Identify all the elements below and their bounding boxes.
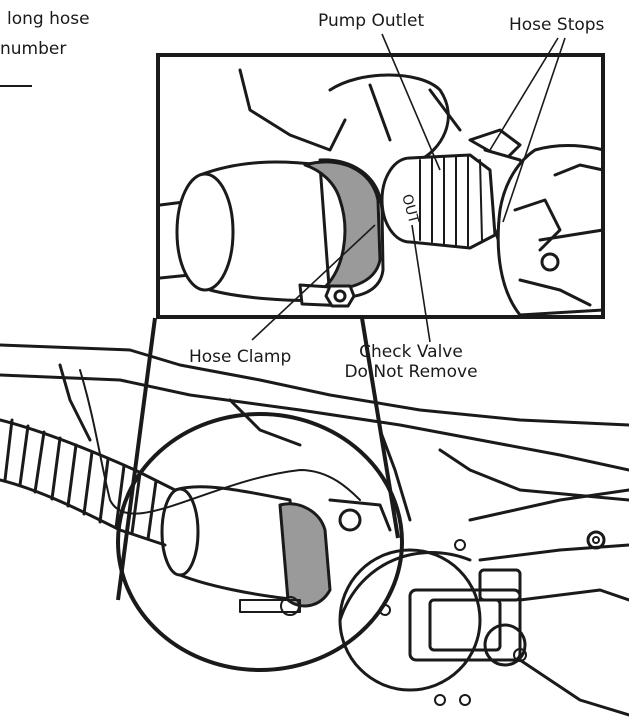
check-valve-label-line-1: Check Valve [359,342,463,362]
inset-detail: OUT [156,53,605,319]
intro-line-2: number [0,39,67,59]
leader-lines [251,33,566,343]
magnifier-link-left [116,317,157,601]
hose-stops-label: Hose Stops [509,15,605,35]
magnifier-link-right [360,317,400,539]
check-valve-label-line-2: Do Not Remove [344,362,478,382]
main-assembly [0,343,629,717]
magnifier-circle [116,412,404,672]
hose-stops-leader-1 [489,37,559,151]
pump-outlet-leader [381,33,441,171]
hose-stops-leader-2 [502,37,566,223]
hose-clamp-label: Hose Clamp [189,347,292,367]
check-valve-stamp: OUT [398,192,421,225]
pump-outlet-label: Pump Outlet [318,11,425,31]
intro-line-1: long hose [7,9,90,29]
check-valve-leader [411,224,431,343]
hose-clamp-leader [251,224,376,341]
check-valve-label: Check Valve Do Not Remove [336,342,486,382]
